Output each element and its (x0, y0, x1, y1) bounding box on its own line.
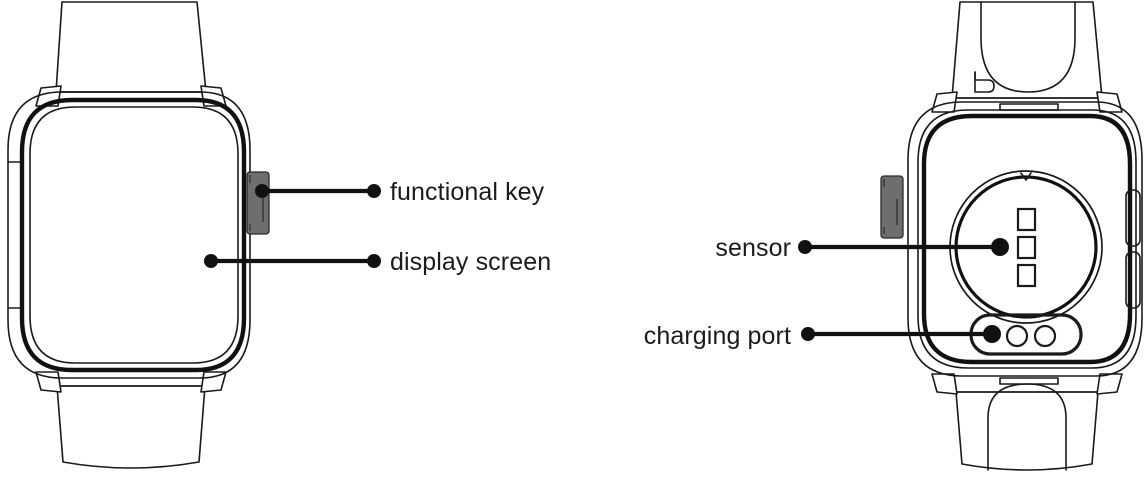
back-top-slot (999, 103, 1059, 111)
callout-label-dot-functional-key (367, 184, 381, 198)
callout-anchor-dot-display-screen (204, 254, 218, 268)
callout-anchor-dot-functional-key (255, 184, 269, 198)
callout-charging-port: charging port (644, 322, 1001, 350)
label-charging-port: charging port (644, 322, 791, 350)
sensor-notch-icon (1020, 172, 1032, 181)
front-top-strap (55, 1, 207, 93)
callout-display-screen: display screen (204, 248, 551, 276)
callout-sensor: sensor (715, 234, 1009, 262)
callout-anchor-dot-charging-port (983, 325, 1001, 343)
label-sensor: sensor (715, 234, 791, 262)
front-case-outline (7, 91, 251, 379)
strap-keeper-icon (974, 71, 995, 93)
functional-key[interactable] (246, 171, 270, 235)
back-bottom-strap (955, 383, 1099, 471)
back-plate (921, 113, 1133, 365)
front-view (7, 1, 270, 469)
charging-port (969, 313, 1083, 356)
callout-label-dot-sensor (798, 240, 812, 254)
back-view (880, 1, 1143, 471)
back-top-strap (951, 1, 1103, 99)
back-top-lugs (931, 91, 1123, 113)
front-bezel (19, 97, 247, 373)
back-bottom-lugs (931, 373, 1123, 395)
label-functional-key: functional key (390, 178, 545, 206)
back-side-buttons[interactable] (1125, 189, 1141, 309)
callout-functional-key: functional key (255, 178, 545, 206)
back-case-outline (907, 101, 1143, 377)
back-case-inner (917, 109, 1137, 369)
front-bottom-strap (56, 385, 206, 469)
callout-anchor-dot-sensor (991, 238, 1009, 256)
sensor (949, 170, 1103, 324)
back-functional-key[interactable] (880, 175, 904, 239)
display-screen (29, 106, 239, 364)
callout-label-dot-charging-port (801, 327, 815, 341)
back-bottom-slot (999, 377, 1059, 385)
callout-label-dot-display-screen (367, 254, 381, 268)
label-display-screen: display screen (390, 248, 551, 276)
